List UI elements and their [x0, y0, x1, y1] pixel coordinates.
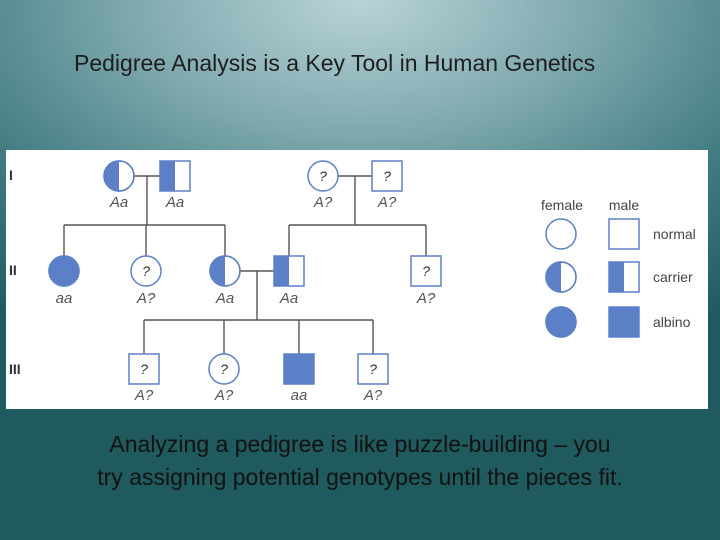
genotype-label: aa [56, 290, 73, 307]
caption: Analyzing a pedigree is like puzzle-buil… [0, 428, 720, 494]
legend-female-albino [545, 306, 577, 338]
unknown-mark: ? [383, 168, 391, 184]
legend-male-carrier [608, 261, 640, 293]
genotype-label: A? [214, 387, 234, 404]
gen1-individual-2: Aa [159, 160, 191, 211]
legend-label-albino: albino [653, 314, 691, 330]
genotype-label: A? [134, 387, 154, 404]
genotype-label: A? [136, 290, 156, 307]
genotype-label: Aa [215, 290, 234, 307]
gen3-individual-4: ? A? [357, 353, 389, 404]
generation-label-1: I [9, 167, 13, 183]
unknown-mark: ? [220, 361, 228, 377]
gen1-individual-1: Aa [103, 160, 135, 211]
unknown-mark: ? [422, 263, 430, 279]
genotype-label: Aa [165, 194, 184, 211]
legend-label-carrier: carrier [653, 269, 693, 285]
unknown-mark: ? [142, 263, 150, 279]
caption-line-2: try assigning potential genotypes until … [97, 464, 623, 490]
genotype-label: A? [313, 194, 333, 211]
unknown-mark: ? [369, 361, 377, 377]
legend-female-normal [545, 218, 577, 250]
gen3-individual-2: ? A? [208, 353, 240, 404]
legend-female-carrier [545, 261, 577, 293]
genotype-label: Aa [109, 194, 128, 211]
genotype-label: A? [416, 290, 436, 307]
unknown-mark: ? [140, 361, 148, 377]
genotype-label: A? [377, 194, 397, 211]
unknown-mark: ? [319, 168, 327, 184]
generation-label-3: III [9, 361, 21, 377]
gen3-individual-3: aa [283, 353, 315, 404]
caption-line-1: Analyzing a pedigree is like puzzle-buil… [109, 431, 611, 457]
genotype-label: A? [363, 387, 383, 404]
gen2-individual-3: Aa [209, 255, 241, 307]
legend-male-albino [608, 306, 640, 338]
slide-title: Pedigree Analysis is a Key Tool in Human… [74, 50, 596, 76]
legend-male-header: male [609, 197, 640, 213]
genotype-label: Aa [279, 290, 298, 307]
gen1-individual-4: ? A? [371, 160, 403, 211]
legend-male-normal [608, 218, 640, 250]
gen2-individual-4: Aa [273, 255, 305, 307]
gen1-individual-3: ? A? [307, 160, 339, 211]
generation-label-2: II [9, 262, 17, 278]
gen2-individual-1: aa [48, 255, 80, 307]
legend-female-header: female [541, 197, 583, 213]
genotype-label: aa [291, 387, 308, 404]
gen3-individual-1: ? A? [128, 353, 160, 404]
legend-label-normal: normal [653, 226, 696, 242]
gen2-individual-5: ? A? [410, 255, 442, 307]
gen2-individual-2: ? A? [130, 255, 162, 307]
